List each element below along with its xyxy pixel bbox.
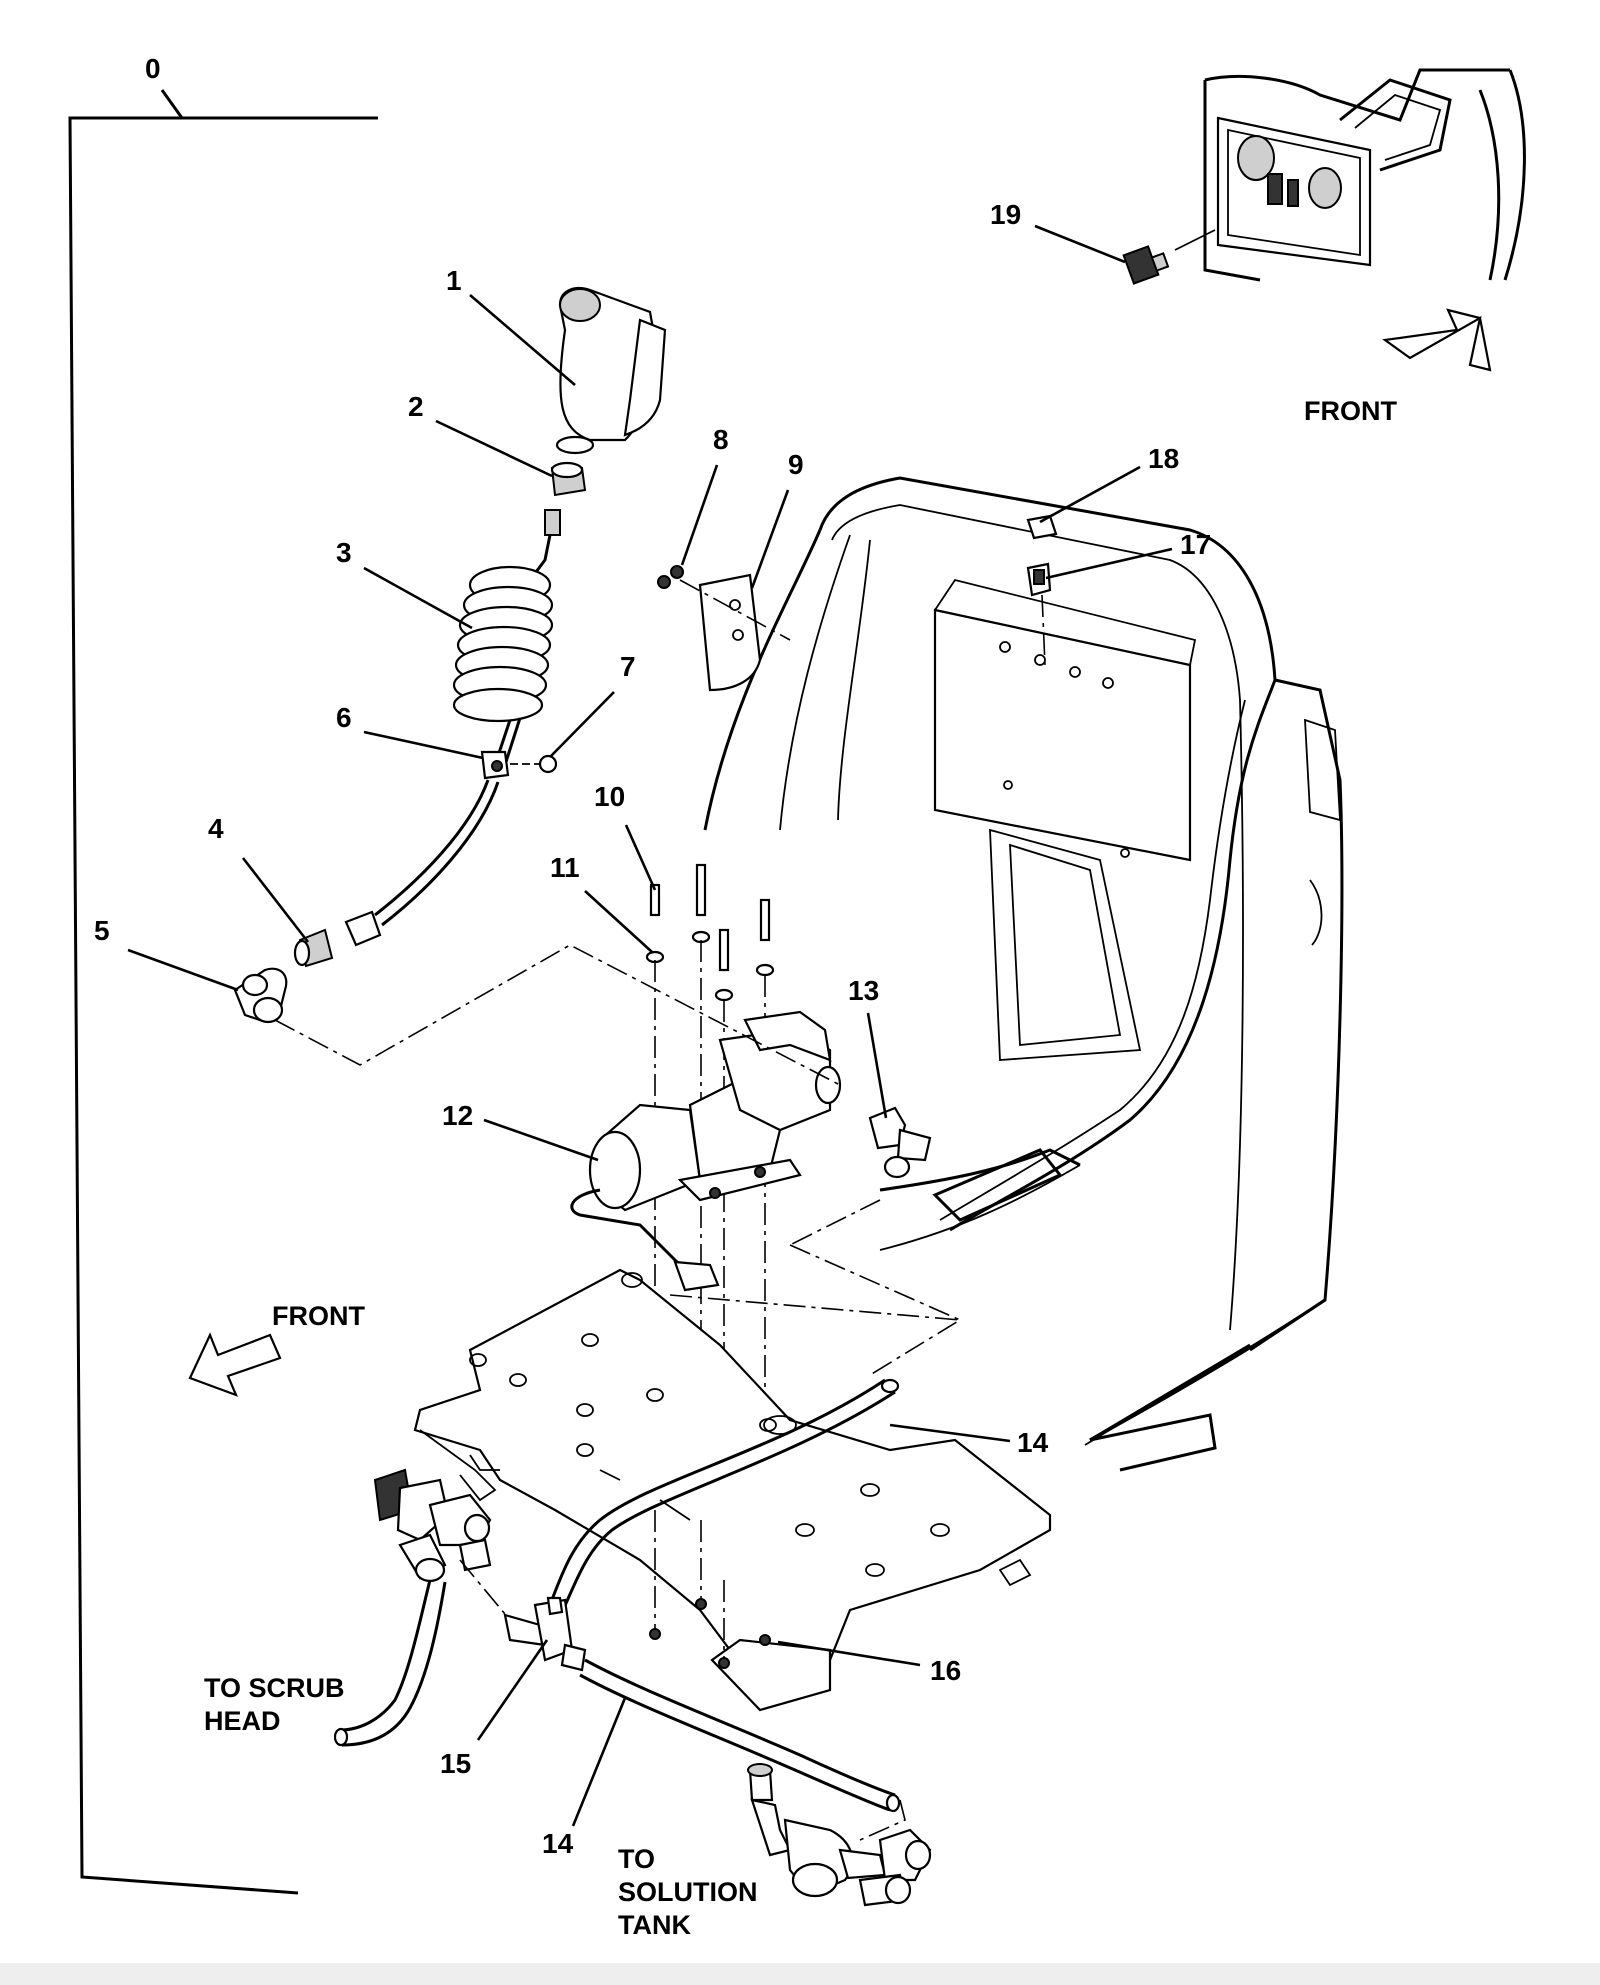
spray-gun [555,287,667,455]
callout-12: 12 [442,1100,473,1131]
callout-18: 18 [1148,443,1179,474]
pump-motor [570,1010,842,1292]
leader-lines [127,224,1173,1827]
supply-hose-lower [579,1658,906,1841]
solenoid-valve [333,1468,492,1747]
callout-17: 17 [1180,529,1211,560]
callout-19: 19 [990,199,1021,230]
callout-7: 7 [620,651,636,682]
callout-6: 6 [336,702,352,733]
callout-10: 10 [594,781,625,812]
nut [550,461,587,497]
front-arrow-left [188,1332,282,1397]
diagram-notes: FRONT FRONT TO SCRUB HEAD TO SOLUTION TA… [204,396,1397,1940]
front-arrow-top [1382,308,1492,372]
solution-tank-label-line2: SOLUTION [618,1877,758,1907]
callout-2: 2 [408,391,424,422]
solution-tank-label-line1: TO [618,1844,655,1874]
callout-1: 1 [446,265,462,296]
mount-bracket [657,565,791,692]
callout-8: 8 [713,424,729,455]
tee-fitting [459,1559,587,1672]
scrub-head-label-line2: HEAD [204,1706,281,1736]
callout-9: 9 [788,449,804,480]
callout-4: 4 [208,813,224,844]
mounting-plate [413,1268,1052,1712]
callout-numbers: 0 1 2 3 4 5 6 7 8 9 10 11 12 13 14 14 15… [94,53,1211,1859]
front-label-top: FRONT [1304,396,1397,426]
assembly-dash-lines [274,944,962,1376]
solution-tank-label-line3: TANK [618,1910,691,1940]
pump-outlet-fittings [868,1106,932,1179]
callout-3: 3 [336,537,352,568]
hose-fittings [233,910,382,1024]
supply-hose-upper [546,1378,900,1613]
callout-14-upper: 14 [1017,1427,1049,1458]
solution-tank-fittings [747,1763,932,1907]
machine-body [703,476,1344,1472]
plate-nuts [649,1510,771,1669]
scrub-head-label-line1: TO SCRUB [204,1673,345,1703]
callout-14-lower: 14 [542,1828,574,1859]
control-panel-inset [1122,68,1526,285]
callout-0: 0 [145,53,161,84]
front-label-left: FRONT [272,1301,365,1331]
callout-11: 11 [550,852,580,883]
coiled-hose [452,509,561,766]
latch-parts [1026,514,1058,666]
bottom-strip [0,1963,1600,1985]
assembly-bracket [68,89,378,1895]
callout-13: 13 [848,975,879,1006]
hose-clip [374,750,558,927]
callout-5: 5 [94,915,110,946]
callout-16: 16 [930,1655,961,1686]
callout-15: 15 [440,1748,471,1779]
